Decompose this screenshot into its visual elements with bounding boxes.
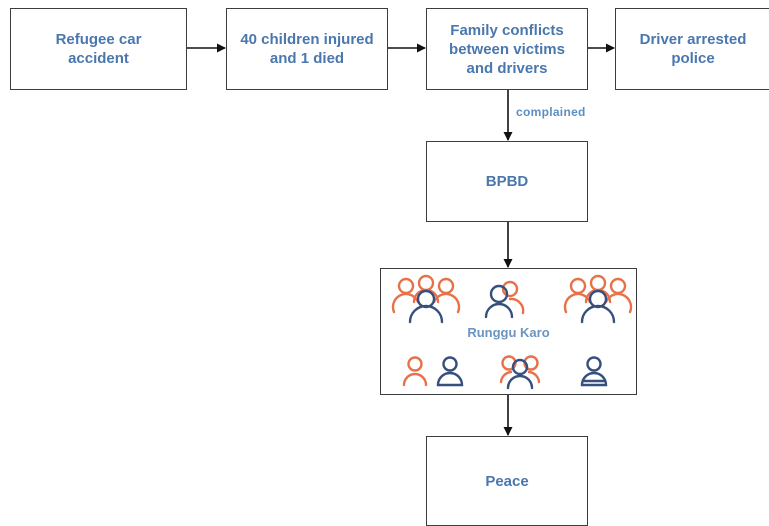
people-pair-icon [484,280,525,319]
node-label: Driver arrested police [639,31,747,67]
person-icon [402,356,428,387]
node-refugee-car-accident: Refugee car accident [10,8,187,90]
node-peace: Peace [426,436,588,526]
edge-label-complained: complained [516,105,586,119]
node-label: BPBD [485,173,529,190]
node-label: Peace [485,472,529,490]
node-family-conflicts: Family conflicts between victims and dri… [426,8,588,90]
node-bpbd: BPBD [426,141,588,222]
node-driver-arrested: Driver arrested police [615,8,769,90]
person-icon [436,356,464,387]
node-children-injured: 40 children injured and 1 died [226,8,388,90]
flow-connectors [187,43,615,436]
people-group-icon [563,274,633,324]
people-pair-icon [499,355,541,390]
node-label: Family conflicts between victims and dri… [449,21,565,77]
node-runggu-karo: Runggu Karo [380,268,637,395]
node-label: 40 children injured and 1 died [240,31,374,67]
person-icon [580,356,608,387]
runggu-karo-label: Runggu Karo [467,325,550,340]
people-group-icon [391,274,461,324]
node-label: Refugee car accident [55,31,142,67]
